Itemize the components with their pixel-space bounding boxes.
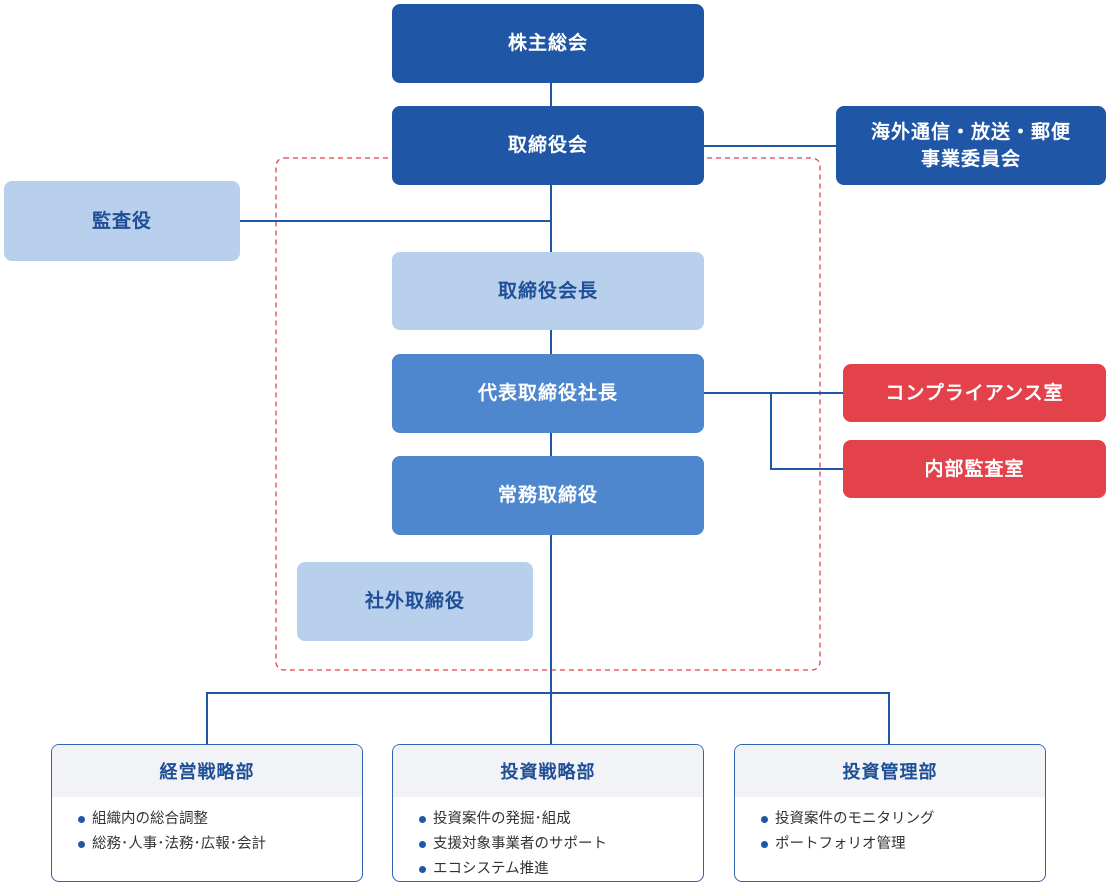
- managing-director-label: 常務取締役: [497, 484, 598, 507]
- department-management-strategy: 経営戦略部 組織内の総合調整 総務･人事･法務･広報･会計: [51, 744, 363, 882]
- outside-director-label: 社外取締役: [364, 590, 465, 613]
- line-president-to-internal-audit: [770, 393, 843, 470]
- auditor-label: 監査役: [91, 209, 152, 232]
- department-duty-item: 投資案件の発掘･組成: [419, 807, 703, 832]
- department-title: 投資管理部: [735, 745, 1045, 797]
- department-investment-management: 投資管理部 投資案件のモニタリング ポートフォリオ管理: [734, 744, 1046, 882]
- department-duty-item: 投資案件のモニタリング: [761, 807, 1045, 832]
- department-duty-item: エコシステム推進: [419, 857, 703, 881]
- department-duty-item: ポートフォリオ管理: [761, 832, 1045, 857]
- department-title: 投資戦略部: [393, 745, 703, 797]
- board-label: 取締役会: [507, 134, 588, 157]
- president-label: 代表取締役社長: [477, 382, 618, 405]
- department-duty-list: 投資案件のモニタリング ポートフォリオ管理: [735, 797, 1045, 857]
- overseas-committee-label-line1: 海外通信・放送・郵便: [870, 120, 1071, 143]
- department-title: 経営戦略部: [52, 745, 362, 797]
- department-duty-list: 投資案件の発掘･組成 支援対象事業者のサポート エコシステム推進: [393, 797, 703, 881]
- auditor-box: 監査役: [4, 181, 240, 261]
- chairman-label: 取締役会長: [497, 279, 598, 302]
- outside-director-box: 社外取締役: [297, 562, 533, 641]
- department-investment-strategy: 投資戦略部 投資案件の発掘･組成 支援対象事業者のサポート エコシステム推進: [392, 744, 704, 882]
- overseas-committee-box: 海外通信・放送・郵便 事業委員会: [836, 106, 1106, 185]
- department-duty-item: 支援対象事業者のサポート: [419, 832, 703, 857]
- president-box: 代表取締役社長: [392, 354, 704, 433]
- shareholders-meeting-label: 株主総会: [507, 32, 588, 55]
- internal-audit-office-box: 内部監査室: [843, 440, 1106, 498]
- shareholders-meeting-box: 株主総会: [392, 4, 704, 83]
- department-duty-list: 組織内の総合調整 総務･人事･法務･広報･会計: [52, 797, 362, 857]
- internal-audit-office-label: 内部監査室: [924, 457, 1025, 480]
- board-box: 取締役会: [392, 106, 704, 185]
- chairman-box: 取締役会長: [392, 252, 704, 330]
- department-duty-item: 組織内の総合調整: [78, 807, 362, 832]
- overseas-committee-label-line2: 事業委員会: [920, 147, 1021, 170]
- compliance-office-label: コンプライアンス室: [885, 381, 1064, 404]
- line-department-branch: [206, 692, 890, 744]
- compliance-office-box: コンプライアンス室: [843, 364, 1106, 422]
- department-duty-item: 総務･人事･法務･広報･会計: [78, 832, 362, 857]
- managing-director-box: 常務取締役: [392, 456, 704, 535]
